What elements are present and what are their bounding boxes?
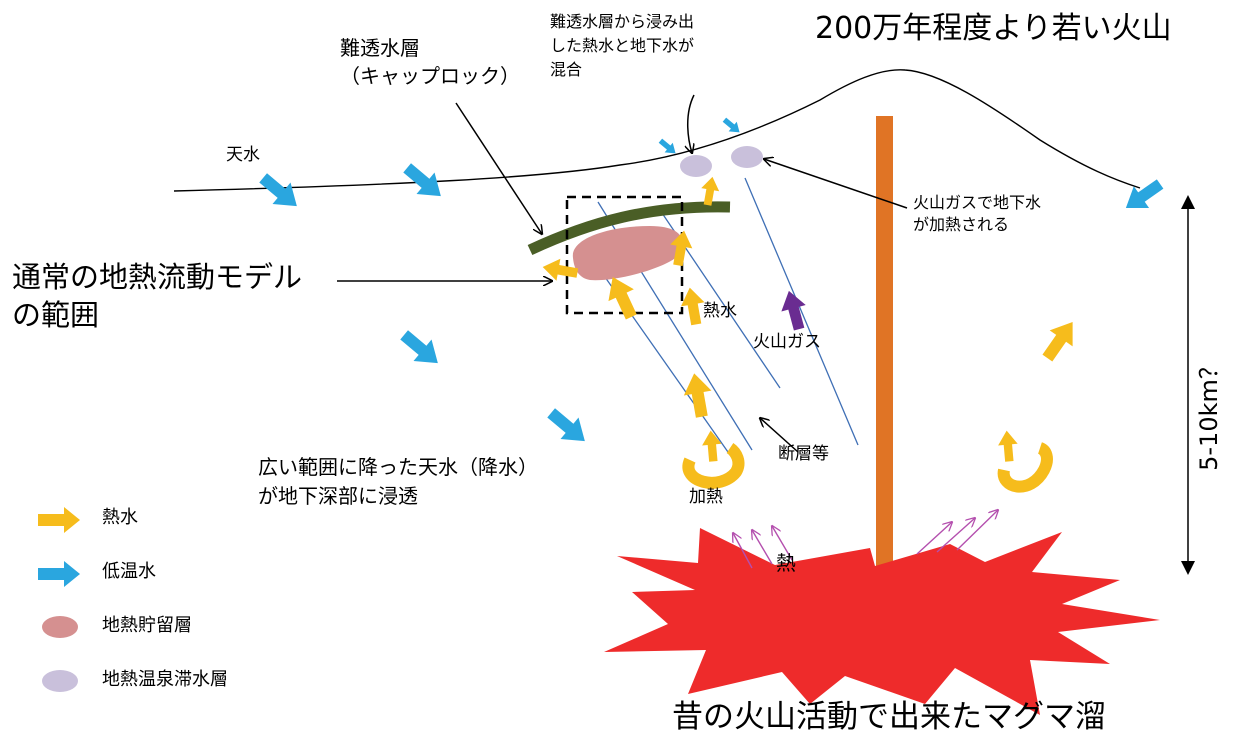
heating-curl-arrow <box>997 442 1053 493</box>
volcanic-conduit <box>876 116 893 581</box>
legend-item-hot-water: 熱水 <box>30 505 230 535</box>
caprock-label: 難透水層 （キャップロック） <box>340 36 520 88</box>
gas-heating-leader <box>764 159 908 209</box>
heating-curl-arrowhead <box>700 429 724 463</box>
fault-label: 断層等 <box>778 444 829 464</box>
aquifer-legend-icon <box>42 670 78 692</box>
hot-water-arrow <box>680 370 716 420</box>
heat-label: 熱 <box>776 551 796 575</box>
depth-dimension <box>1181 195 1195 575</box>
hot-spring-aquifer <box>680 155 712 177</box>
cold-water-arrow <box>254 167 306 217</box>
fault-leader <box>760 418 799 453</box>
heating-curl-arrowhead <box>996 429 1020 463</box>
caprock-layer <box>527 201 731 255</box>
hot-water-legend-icon <box>38 507 80 533</box>
gas-heating-label: 火山ガスで地下水 が加熱される <box>913 193 1042 234</box>
mixing-leader <box>688 94 694 153</box>
leader-lines <box>337 94 908 453</box>
heating-label: 加熱 <box>689 487 723 507</box>
heating-curl-arrow <box>682 443 745 489</box>
cold-water-arrow <box>720 114 744 138</box>
cold-water-arrow <box>398 157 450 207</box>
hot-water-arrow <box>1035 313 1085 367</box>
volcanic-gas-label: 火山ガス <box>753 332 821 352</box>
rain-label: 天水 <box>226 145 260 165</box>
legend-label: 地熱温泉滞水層 <box>102 669 228 690</box>
mixing-label: 難透水層から浸み出 した熱水と地下水が 混合 <box>550 12 695 79</box>
magma-chamber <box>604 528 1160 715</box>
legend-item-aquifer: 地熱温泉滞水層 <box>30 667 230 697</box>
page-title: 200万年程度より若い火山 <box>815 11 1172 46</box>
reservoir-legend-icon <box>42 616 78 638</box>
hot-water-label: 熱水 <box>703 301 737 321</box>
legend-label: 低温水 <box>102 561 156 582</box>
legend-item-reservoir: 地熱貯留層 <box>30 613 230 643</box>
cold-water-arrow <box>1118 173 1168 219</box>
heating-curl-arrows <box>682 442 1053 493</box>
cold-water-arrow <box>395 324 447 374</box>
caprock-leader <box>455 102 542 234</box>
infiltration-label: 広い範囲に降った天水（降水） が地下深部に浸透 <box>258 455 538 508</box>
model-range-label: 通常の地熱流動モデル の範囲 <box>12 260 303 332</box>
ground-surface-line <box>173 69 1141 192</box>
heat-arrows <box>733 510 998 569</box>
depth-label: 5-10km？ <box>1195 355 1224 471</box>
magma-chamber-label: 昔の火山活動で出来たマグマ溜 <box>672 699 1106 735</box>
legend-item-cold-water: 低温水 <box>30 559 230 589</box>
cold-water-arrow <box>542 402 594 452</box>
hot-spring-aquifer <box>731 146 763 168</box>
cold-water-legend-icon <box>38 561 80 587</box>
legend-label: 地熱貯留層 <box>102 615 192 636</box>
legend-label: 熱水 <box>102 507 138 528</box>
geothermal-reservoir <box>572 226 683 281</box>
